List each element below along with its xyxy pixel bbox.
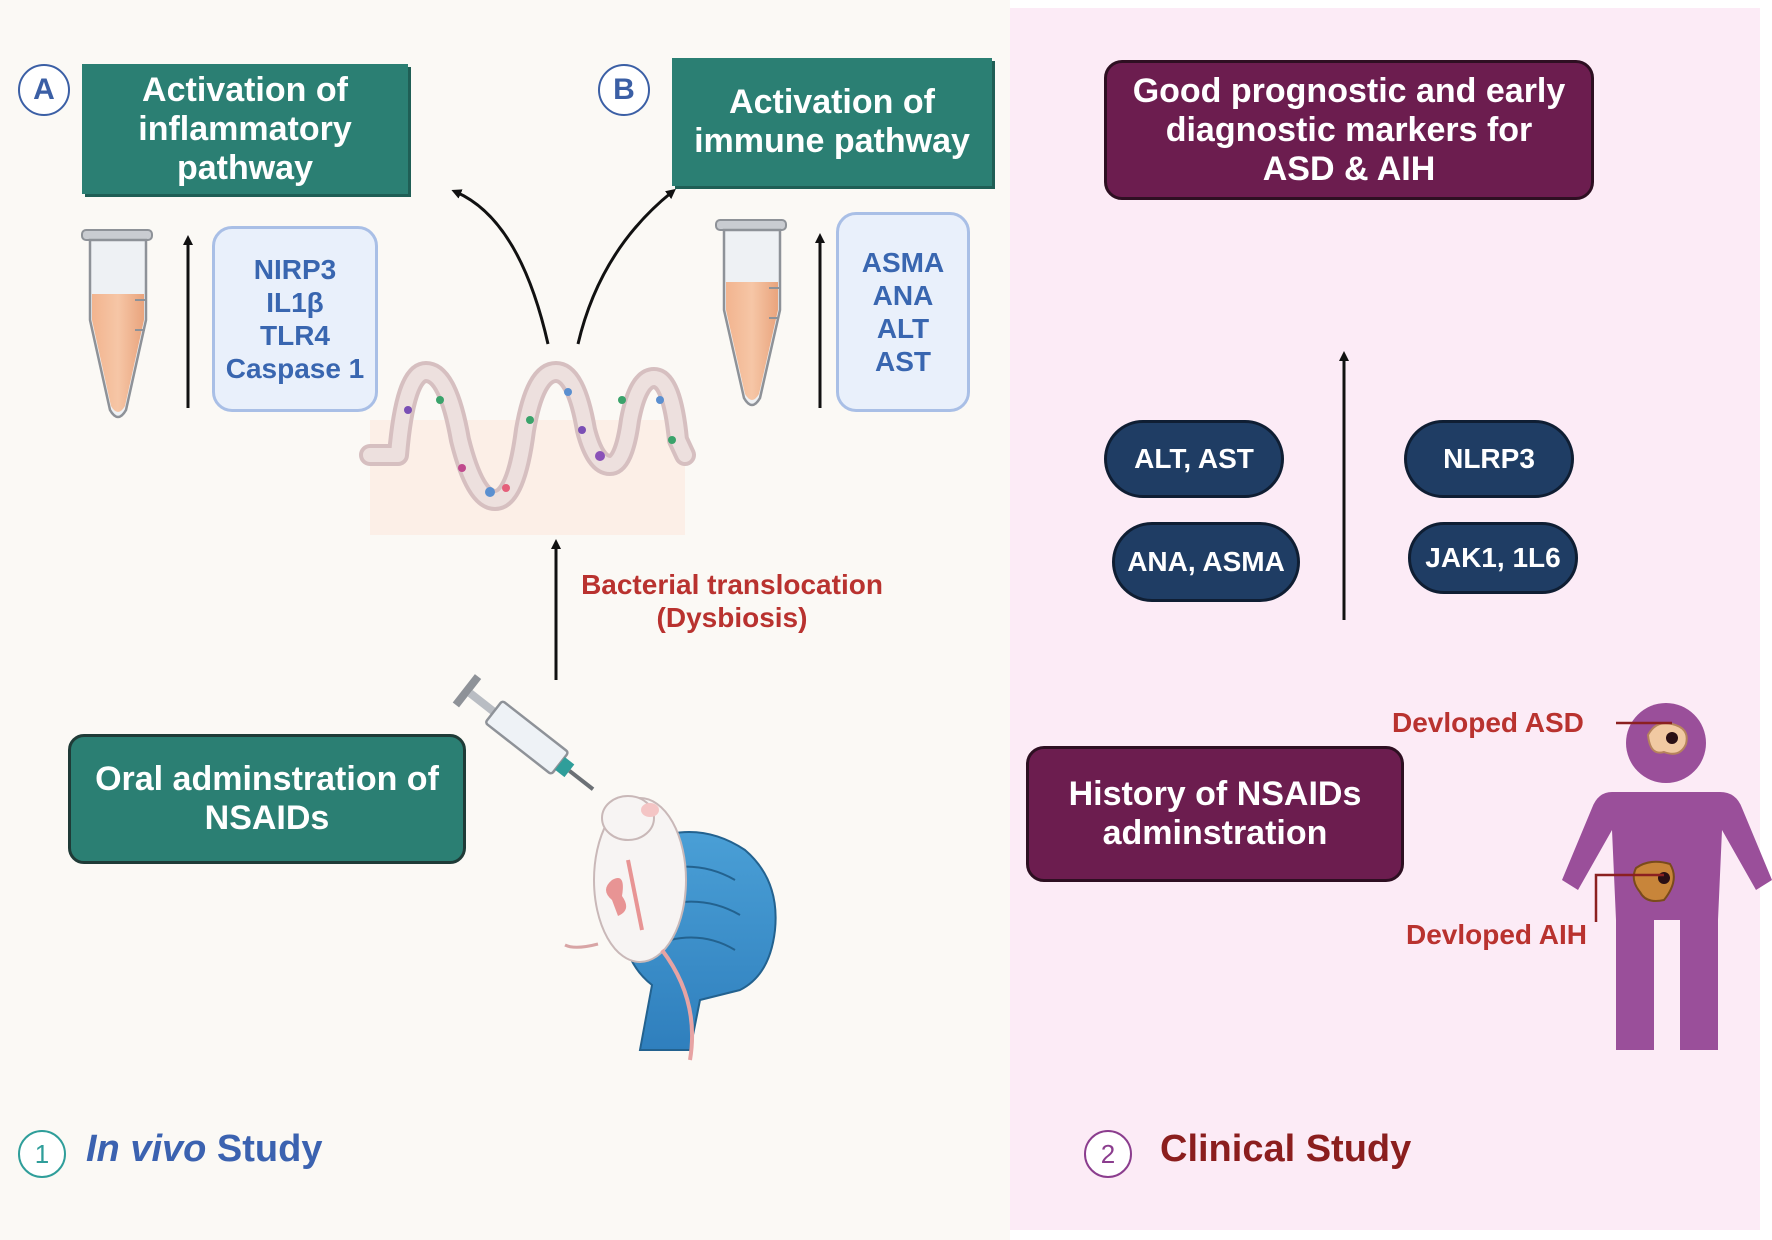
study-1-number: 1 (34, 1138, 50, 1169)
in-vivo-study-title: In vivo Study (86, 1128, 323, 1171)
immune-pathway-box: Activation of immune pathway (672, 58, 992, 186)
clinical-study-title: Clinical Study (1160, 1128, 1412, 1170)
inflammatory-pathway-title: Activation of inflammatory pathway (138, 70, 352, 187)
aih-label: Devloped AIH (1406, 919, 1587, 950)
history-nsaids-title: History of NSAIDs adminstration (1068, 775, 1362, 852)
markers-title-box: Good prognostic and early diagnostic mar… (1104, 60, 1594, 200)
study-1-circle: 1 (18, 1130, 66, 1178)
immune-pathway-title: Activation of immune pathway (694, 83, 970, 160)
markers-title: Good prognostic and early diagnostic mar… (1132, 71, 1566, 188)
translocation-line-1: Bacterial translocation (581, 569, 883, 600)
intestinal-villi-icon (359, 361, 696, 535)
label-b-circle: B (598, 64, 650, 116)
asd-label: Devloped ASD (1392, 707, 1584, 738)
in-vivo-panel (0, 0, 1010, 1240)
aih-leader-line (1594, 873, 1664, 922)
marker-il1b: IL1β (266, 287, 324, 318)
human-figure-icon (1562, 703, 1772, 1050)
pill-ana-asma: ANA, ASMA (1112, 522, 1300, 602)
oral-administration-title: Oral adminstration of NSAIDs (95, 760, 439, 837)
immune-markers-box: ASMA ANA ALT AST (836, 212, 970, 412)
pill-jak1-1l6: JAK1, 1L6 (1408, 522, 1578, 594)
label-a-text: A (33, 73, 55, 106)
in-vivo-italic: In vivo (86, 1128, 207, 1170)
syringe-icon (452, 674, 595, 791)
pill-jak1-1l6-label: JAK1, 1L6 (1425, 542, 1561, 573)
study-2-circle: 2 (1084, 1130, 1132, 1178)
bacterial-translocation-label: Bacterial translocation (Dysbiosis) (574, 568, 890, 634)
marker-asma: ASMA (861, 247, 945, 278)
marker-nirp3: NIRP3 (253, 254, 337, 285)
pill-ana-asma-label: ANA, ASMA (1127, 546, 1285, 577)
mouse-icon (564, 795, 695, 1061)
label-b-text: B (613, 73, 635, 106)
marker-alt: ALT (876, 313, 930, 344)
oral-administration-box: Oral adminstration of NSAIDs (68, 734, 466, 864)
in-vivo-study-word: Study (206, 1128, 323, 1170)
curved-arrow-to-b (576, 188, 676, 345)
label-a-circle: A (18, 64, 70, 116)
test-tube-a-icon (81, 229, 153, 419)
marker-tlr4: TLR4 (260, 320, 330, 351)
study-2-number: 2 (1100, 1138, 1116, 1169)
history-nsaids-box: History of NSAIDs adminstration (1026, 746, 1404, 882)
marker-ana: ANA (872, 280, 934, 311)
test-tube-b-icon (715, 219, 787, 407)
marker-ast: AST (875, 346, 931, 377)
pill-alt-ast: ALT, AST (1104, 420, 1284, 498)
curved-arrow-to-a (451, 189, 550, 345)
translocation-line-2: (Dysbiosis) (656, 602, 808, 633)
pill-nlrp3: NLRP3 (1404, 420, 1574, 498)
pill-nlrp3-label: NLRP3 (1443, 443, 1535, 474)
pill-alt-ast-label: ALT, AST (1134, 443, 1254, 474)
inflammatory-markers-box: NIRP3 IL1β TLR4 Caspase 1 (212, 226, 378, 412)
inflammatory-pathway-box: Activation of inflammatory pathway (82, 64, 408, 194)
marker-caspase1: Caspase 1 (225, 353, 365, 384)
